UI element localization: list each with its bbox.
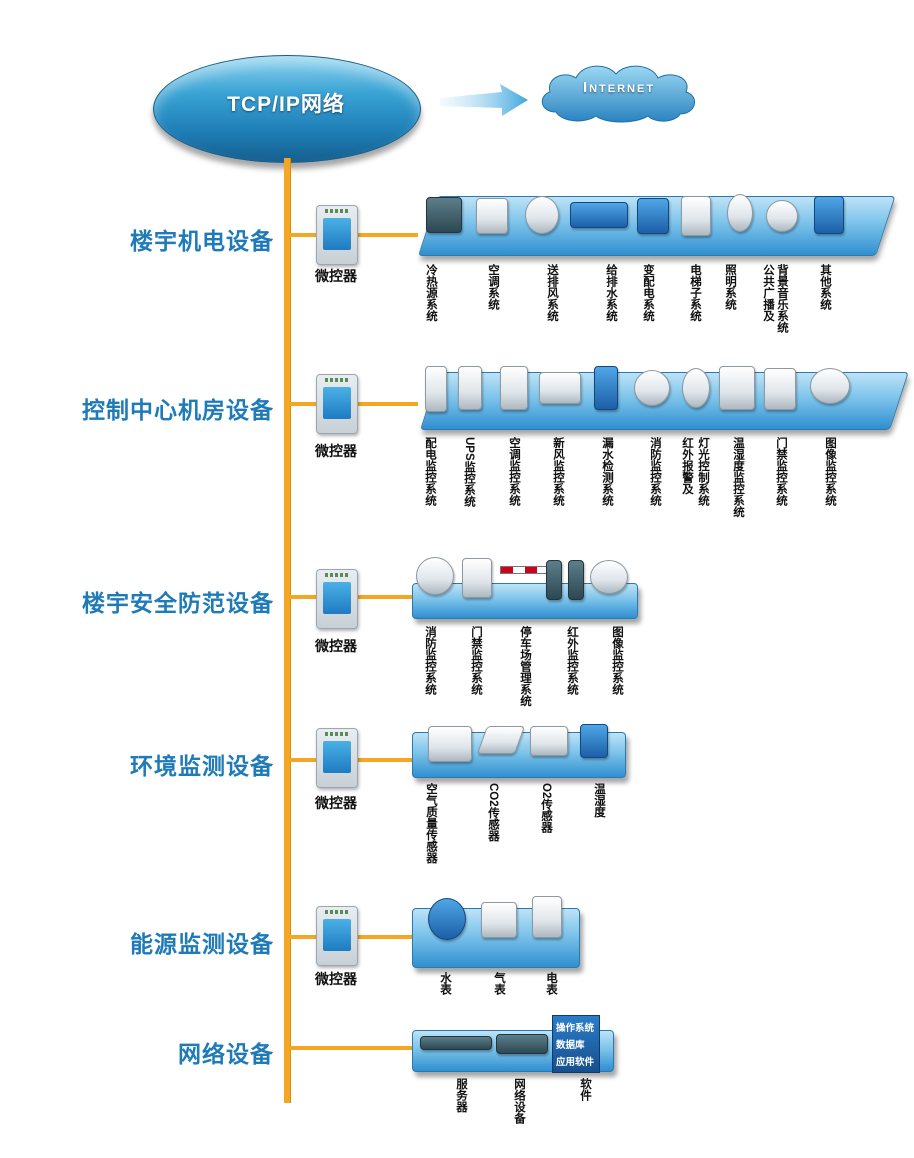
ups-cabinet-icon [458,366,482,410]
item-label: 空调系统 [487,264,499,310]
item-label: 冷热源系统 [425,264,437,322]
arrow-right-icon [440,84,528,116]
item-label: 其他系统 [819,264,831,310]
item-label: 配电监控系统 [424,437,436,506]
controller-module [316,569,358,629]
item-label: 新风监控系统 [552,437,564,506]
infrared-beam-icon [546,560,562,600]
pump-icon [570,202,628,228]
item-label: 送排风系统 [546,264,558,322]
item-label: 变配电系统 [642,264,654,322]
item-label: 电梯子系统 [689,264,701,322]
item-label: 照明系统 [724,264,736,310]
item-label: 公共广播及 [762,264,774,322]
ac-unit-icon [476,198,508,234]
leak-detector-icon [594,366,618,410]
controller-label: 微控器 [315,268,357,284]
item-label: 背景音乐系统 [776,264,788,333]
item-label: 漏水检测系统 [601,437,613,506]
alert-icon [814,196,844,234]
item-label: 服务器 [455,1078,467,1113]
software-line: 操作系统 [556,1023,595,1034]
smoke-detector-icon [416,557,454,595]
item-label: 消防监控系统 [649,437,661,506]
item-label: 消防监控系统 [424,626,436,695]
software-box [552,1015,600,1073]
gas-meter-icon [481,902,517,938]
infrared-beam-icon [568,560,584,600]
o2-sensor-icon [530,726,568,756]
network-trunk-line [284,158,290,1103]
humidity-sensor-icon [580,724,608,758]
row-label-energy: 能源监测设备 [130,931,274,957]
controller-label: 微控器 [315,638,357,654]
air-quality-sensor-icon [428,726,472,762]
item-label: 红外报警及 [681,437,693,495]
item-label: CO2传感器 [487,783,499,842]
item-label: 气表 [493,972,505,995]
item-label: 图像监控系统 [611,626,623,695]
controller-label: 微控器 [315,795,357,811]
transformer-icon [637,198,669,234]
fresh-air-unit-icon [539,372,581,404]
item-label: O2传感器 [540,783,552,833]
row-label-security: 楼宇安全防范设备 [82,590,274,616]
chiller-device-icon [426,197,462,233]
network-switch-icon [496,1034,548,1054]
speaker-icon [766,200,798,232]
water-meter-icon [428,898,466,940]
software-line: 数据库 [556,1040,585,1051]
tcpip-network-label: TCP/IP网络 [227,93,345,116]
electric-meter-icon [532,896,562,938]
access-keypad-icon [462,558,492,598]
thermostat-icon [719,366,755,410]
item-label: 空气质量传感器 [425,783,437,864]
controller-module [316,728,358,788]
item-label: 水表 [439,972,451,995]
bulb-icon [727,194,753,232]
row-label-building-mep: 楼宇机电设备 [130,228,274,254]
item-label: 灯光控制系统 [697,437,709,506]
fan-icon [525,196,559,234]
item-label: UPS监控系统 [463,437,475,507]
row-label-control-center: 控制中心机房设备 [82,397,274,423]
elevator-icon [681,196,711,236]
branch-line [288,1046,418,1050]
item-label: 给排水系统 [605,264,617,322]
item-label: 门禁监控系统 [470,626,482,695]
power-cabinet-icon [425,366,447,412]
item-label: 停车场管理系统 [519,626,531,707]
controller-module [316,205,358,265]
item-label: 电表 [545,972,557,995]
item-label: 温湿度 [593,783,605,818]
server-icon [420,1036,492,1050]
item-label: 图像监控系统 [824,437,836,506]
item-label: 温湿度监控系统 [732,437,744,518]
item-label: 网络设备 [513,1078,525,1124]
dome-camera-icon [810,368,850,404]
tcpip-network-ellipse [153,55,421,163]
controller-label: 微控器 [315,443,357,459]
parking-barrier-icon [500,566,550,574]
internet-cloud-icon [541,65,695,123]
smoke-detector-icon [634,370,670,406]
item-label: 空调监控系统 [508,437,520,506]
item-label: 软件 [579,1078,591,1101]
access-keypad-icon [764,368,796,410]
row-label-network: 网络设备 [178,1041,274,1067]
software-line: 应用软件 [556,1057,595,1068]
internet-label: Internet [582,79,656,96]
item-label: 门禁监控系统 [775,437,787,506]
item-label: 红外监控系统 [566,626,578,695]
controller-module [316,374,358,434]
infrared-sensor-icon [682,368,710,408]
dome-camera-icon [590,560,628,594]
controller-module [316,906,358,966]
ac-cabinet-icon [500,366,528,410]
row-label-environment: 环境监测设备 [130,753,274,779]
controller-label: 微控器 [315,971,357,987]
